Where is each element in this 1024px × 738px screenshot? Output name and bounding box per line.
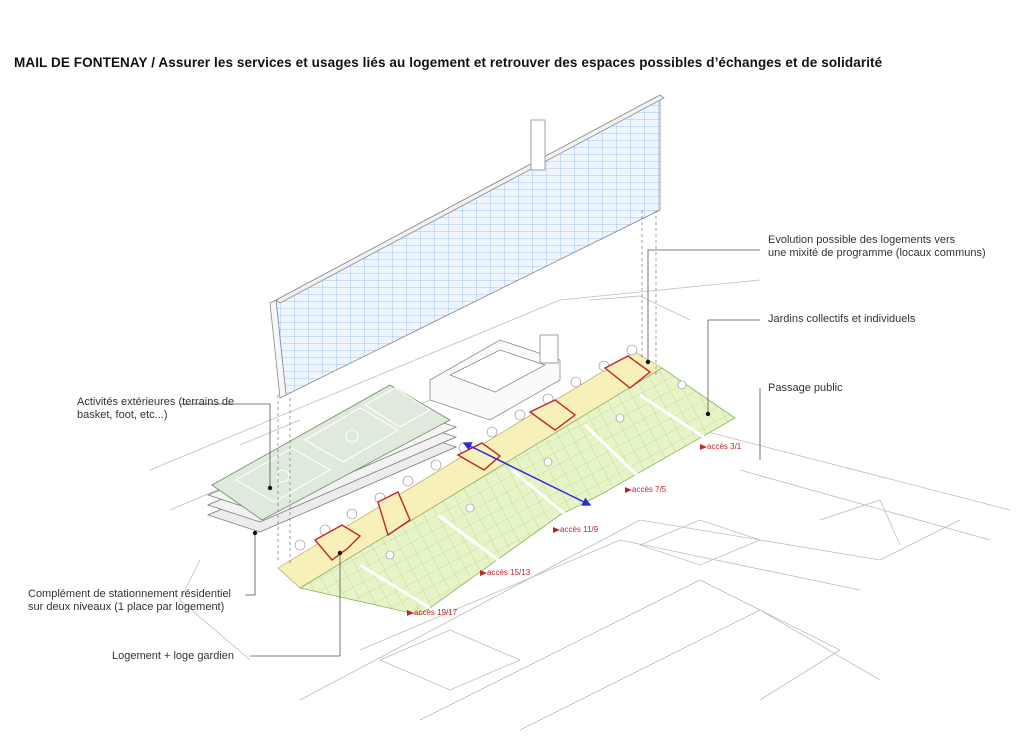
annotation-passage: Passage public: [768, 382, 843, 394]
access-label-7-5: accès 7/5: [632, 485, 667, 494]
access-label-3-1: accès 3/1: [707, 442, 742, 451]
dashed-drop-lines: [277, 210, 657, 565]
leader-dots: [252, 359, 711, 556]
sports-fields: [211, 384, 451, 521]
leader-lines: [180, 249, 761, 657]
annotation-evolution: Evolution possible des logements vers un…: [768, 234, 986, 259]
access-label-15-13: accès 15/13: [487, 568, 531, 577]
access-label-19-17: accès 19/17: [414, 608, 458, 617]
page-title: MAIL DE FONTENAY / Assurer les services …: [14, 55, 883, 70]
annotation-jardins: Jardins collectifs et individuels: [768, 313, 916, 325]
gym-building: [429, 334, 561, 421]
annotation-logement: Logement + loge gardien: [112, 650, 235, 662]
tower-building: [269, 94, 665, 399]
passage-arrow: [462, 442, 592, 506]
annotation-stationnement: Complément de stationnement résidentiel …: [28, 588, 232, 613]
tree-row: [294, 344, 687, 560]
access-label-11-9: accès 11/9: [560, 525, 599, 534]
annotation-activites: Activités extérieures (terrains de baske…: [77, 396, 235, 421]
access-flags: [407, 444, 707, 616]
